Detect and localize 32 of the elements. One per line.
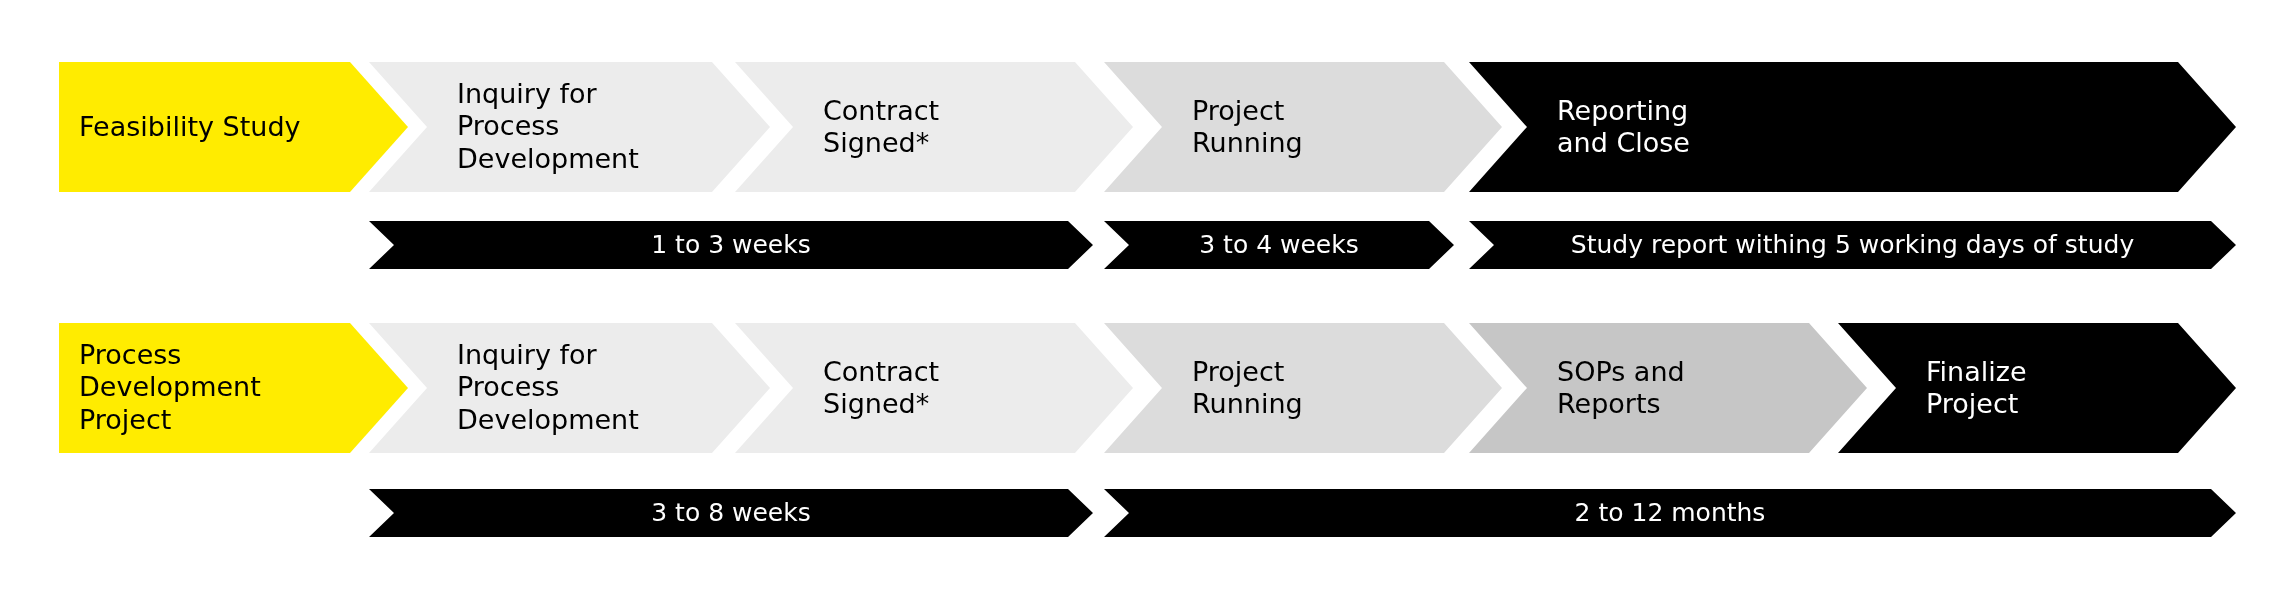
duration-label: 2 to 12 months [1573, 498, 1767, 528]
step-label: Contract Signed* [823, 355, 941, 421]
step-label: Inquiry for Process Development [457, 78, 640, 176]
process-step-band [369, 323, 770, 453]
duration-band [1104, 221, 1454, 269]
step-label: Feasibility Study [79, 110, 302, 144]
step-label: Project Running [1192, 94, 1304, 160]
process-step-band [735, 62, 1133, 192]
step-label: Process Development Project [79, 339, 259, 437]
duration-band [1104, 489, 2236, 537]
step-label: Reporting and Close [1557, 94, 1691, 160]
duration-label: 3 to 8 weeks [650, 498, 812, 528]
process-step-band [59, 62, 408, 192]
step-label: SOPs and Reports [1557, 355, 1686, 421]
process-step-band [1469, 62, 2236, 192]
process-step-band [369, 62, 770, 192]
step-label: Project Running [1192, 355, 1304, 421]
process-step-band [735, 323, 1133, 453]
process-step-band [1838, 323, 2236, 453]
process-step-band [1104, 323, 1502, 453]
process-step-band [1104, 62, 1502, 192]
duration-band [369, 489, 1093, 537]
process-step-band [1469, 323, 1867, 453]
duration-band [369, 221, 1093, 269]
step-label: Inquiry for Process Development [457, 339, 640, 437]
process-step-band [59, 323, 408, 453]
duration-label: Study report withing 5 working days of study [1569, 230, 2136, 260]
step-label: Contract Signed* [823, 94, 941, 160]
duration-band [1469, 221, 2236, 269]
duration-label: 3 to 4 weeks [1198, 230, 1360, 260]
step-label: Finalize Project [1926, 355, 2028, 421]
duration-label: 1 to 3 weeks [650, 230, 812, 260]
